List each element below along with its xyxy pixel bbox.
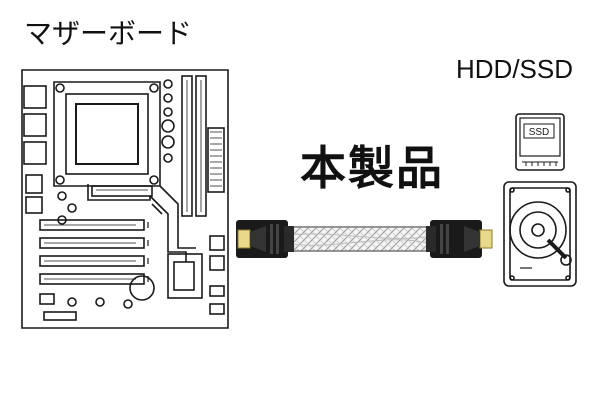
product-label: 本製品 [300,141,444,195]
drive-label: HDD/SSD [456,54,574,84]
left-sata-connector [236,220,294,258]
ssd-badge-text: SSD [529,127,550,138]
motherboard-label: マザーボード [24,17,193,50]
motherboard-illustration [21,69,229,329]
sata-cable-illustration [236,220,493,258]
hdd-icon [503,181,577,287]
ssd-icon: SSD [515,113,565,171]
right-sata-connector [426,220,493,258]
